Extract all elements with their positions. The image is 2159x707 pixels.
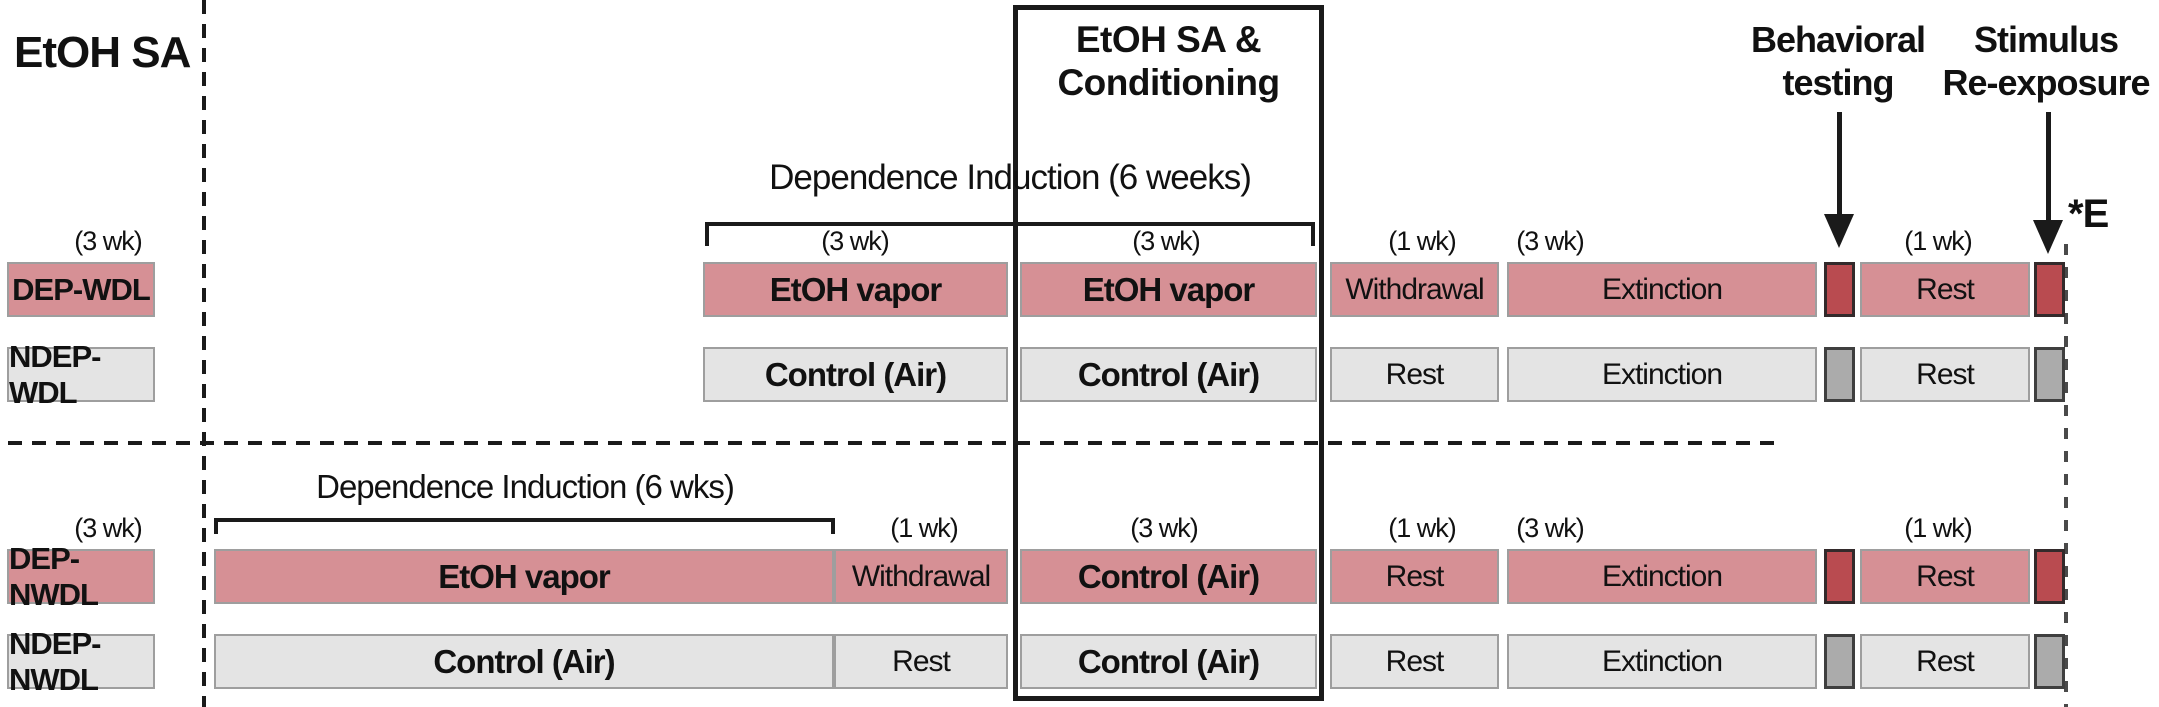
behavioral-test-marker-gray	[1824, 634, 1855, 689]
behavioral-test-marker-gray	[2034, 634, 2065, 689]
stimulus-reexposure-label: Stimulus Re-exposure	[1920, 18, 2159, 104]
behavioral-test-marker-gray	[1824, 347, 1855, 402]
timeline-cell-ndep-nwdl-6: Rest	[1860, 634, 2030, 689]
timeline-cell-dep-nwdl-6: Rest	[1860, 549, 2030, 604]
duration-label: (1 wk)	[1904, 226, 1973, 256]
stimulus-reexposure-label-line1: Stimulus	[1973, 19, 2119, 60]
behavioral-testing-arrow-head	[1824, 214, 1854, 248]
stimulus-reexposure-arrow-shaft	[2046, 112, 2051, 220]
timeline-cell-dep-nwdl-0: EtOH vapor	[214, 549, 834, 604]
timeline-cell-dep-wdl-5: Rest	[1860, 262, 2030, 317]
behavioral-testing-arrow-shaft	[1837, 112, 1842, 214]
timeline-cell-dep-wdl-1: EtOH vapor	[1020, 262, 1317, 317]
timeline-cell-ndep-wdl-5: Rest	[1860, 347, 2030, 402]
stimulus-reexposure-label-line2: Re-exposure	[1942, 62, 2150, 103]
conditioning-box-title-line2: Conditioning	[1057, 62, 1280, 103]
duration-label: (3 wk)	[1516, 226, 1585, 256]
timeline-cell-dep-nwdl-4: Extinction	[1507, 549, 1817, 604]
timeline-cell-ndep-nwdl-2: Control (Air)	[1020, 634, 1317, 689]
timeline-cell-dep-nwdl-1: Withdrawal	[834, 549, 1008, 604]
bottom-bracket-label: Dependence Induction (6 wks)	[316, 468, 735, 505]
duration-label: (3 wk)	[74, 513, 143, 543]
timeline-cell-ndep-nwdl-4: Extinction	[1507, 634, 1817, 689]
behavioral-test-marker-red	[1824, 262, 1855, 317]
group-label-dep-nwdl: DEP-NWDL	[7, 541, 155, 612]
bottom-bracket	[214, 518, 835, 534]
group-label-ndep-nwdl: NDEP-NWDL	[7, 626, 155, 697]
timeline-cell-ndep-nwdl-0: Control (Air)	[214, 634, 834, 689]
figure-title: EtOH SA	[14, 28, 191, 77]
group-label-ndep-wdl: NDEP-WDL	[7, 339, 155, 410]
stimulus-reexposure-arrow-head	[2033, 220, 2063, 254]
re-exposure-divider-line	[2064, 244, 2068, 707]
conditioning-phase-box: EtOH SA & Conditioning	[1013, 5, 1324, 701]
e-marker: *E	[2068, 192, 2109, 236]
timeline-cell-ndep-nwdl-3: Rest	[1330, 634, 1499, 689]
timeline-cell-ndep-nwdl-1: Rest	[834, 634, 1008, 689]
duration-label: (3 wk)	[1132, 226, 1201, 256]
duration-label: (3 wk)	[1516, 513, 1585, 543]
timeline-cell-ndep-wdl-2: Rest	[1330, 347, 1499, 402]
group-separator-line	[8, 441, 1776, 445]
top-bracket	[705, 222, 1315, 246]
duration-label: (3 wk)	[821, 226, 890, 256]
top-bracket-label: Dependence Induction (6 weeks)	[769, 158, 1252, 197]
duration-label: (1 wk)	[1388, 513, 1457, 543]
timeline-cell-dep-nwdl-3: Rest	[1330, 549, 1499, 604]
timeline-cell-dep-wdl-0: EtOH vapor	[703, 262, 1008, 317]
timeline-cell-ndep-wdl-1: Control (Air)	[1020, 347, 1317, 402]
timeline-cell-ndep-wdl-0: Control (Air)	[703, 347, 1008, 402]
duration-label: (1 wk)	[890, 513, 959, 543]
etoh-sa-phase-divider-line	[202, 0, 206, 707]
behavioral-testing-label-line2: testing	[1782, 62, 1894, 103]
behavioral-testing-label: Behavioral testing	[1688, 18, 1988, 104]
conditioning-box-title-line1: EtOH SA &	[1075, 19, 1262, 60]
behavioral-test-marker-red	[2034, 549, 2065, 604]
duration-label: (3 wk)	[1130, 513, 1199, 543]
timeline-cell-dep-wdl-3: Extinction	[1507, 262, 1817, 317]
behavioral-test-marker-gray	[2034, 347, 2065, 402]
group-label-dep-wdl: DEP-WDL	[7, 262, 155, 317]
behavioral-test-marker-red	[2034, 262, 2065, 317]
behavioral-test-marker-red	[1824, 549, 1855, 604]
timeline-cell-ndep-wdl-3: Extinction	[1507, 347, 1817, 402]
duration-label: (1 wk)	[1904, 513, 1973, 543]
timeline-cell-dep-wdl-2: Withdrawal	[1330, 262, 1499, 317]
duration-label: (1 wk)	[1388, 226, 1457, 256]
behavioral-testing-label-line1: Behavioral	[1750, 19, 1926, 60]
timeline-cell-dep-nwdl-2: Control (Air)	[1020, 549, 1317, 604]
duration-label: (3 wk)	[74, 226, 143, 256]
